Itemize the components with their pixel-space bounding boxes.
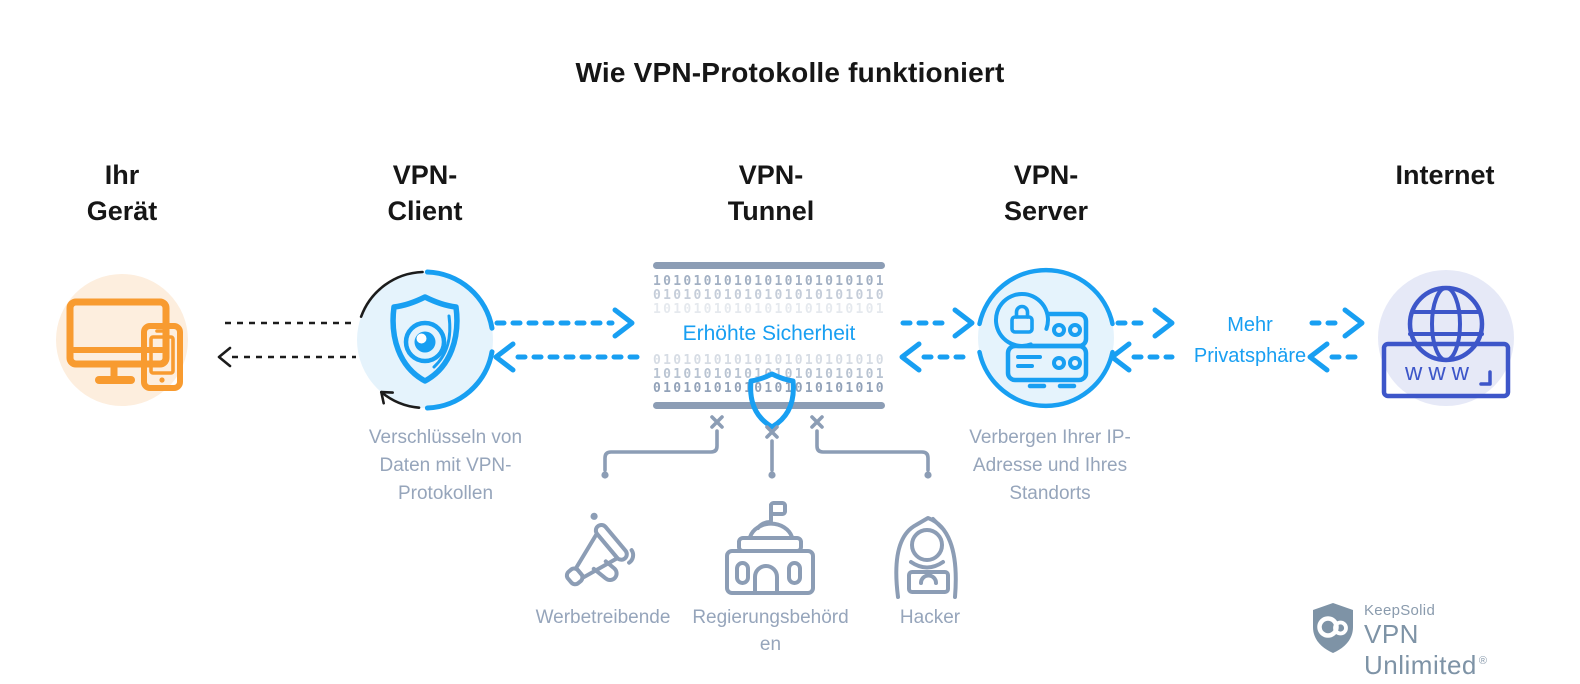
heading-vpn-client: VPN-Client (387, 160, 463, 226)
heading-your-device: Ihr Gerät (86, 160, 158, 226)
privacy-internet-arrows (1307, 307, 1367, 373)
keepsolid-shield-icon (1313, 603, 1353, 653)
server-caption: Verbergen Ihrer IP-Adresse und Ihres Sta… (969, 427, 1131, 504)
server-lock-icon (993, 291, 1089, 389)
arrow-right-icon (1152, 307, 1175, 339)
device-node (56, 274, 188, 406)
arrow-left-icon (1109, 341, 1132, 373)
binary-row: 10101010101010101010101 (653, 303, 885, 317)
arrow-right-icon (612, 307, 635, 339)
tunnel-shield-icon (748, 371, 796, 430)
privacy-label: Mehr Privatsphäre (1193, 314, 1307, 367)
desktop-and-phone-icon (66, 298, 183, 391)
svg-text:www: www (1404, 359, 1475, 386)
arrow-left-icon (1307, 341, 1330, 373)
x-icon (810, 415, 824, 429)
label-hackers: Hacker (899, 607, 961, 628)
x-icon (710, 415, 724, 429)
arrow-right-icon (952, 307, 975, 339)
shield-eye-icon (390, 294, 460, 384)
logo-company: KeepSolid (1364, 602, 1436, 619)
brand-logo: KeepSolid VPN Unlimited® (1309, 600, 1549, 680)
binary-row: 01010101010101010101010 (653, 289, 885, 303)
tunnel-security-label: Erhöhte Sicherheit (682, 322, 856, 345)
registered-mark: ® (1478, 655, 1488, 668)
internet-node: www (1378, 270, 1514, 406)
client-tunnel-arrows (493, 307, 643, 373)
globe-www-icon: www (1381, 285, 1511, 399)
x-icon (765, 425, 779, 439)
tunnel-bottom-bar (653, 402, 885, 409)
page-title: Wie VPN-Protokolle funktioniert (575, 57, 1005, 88)
logo-product: VPN Unlimited® (1364, 619, 1488, 680)
binary-row: 01010101010101010101010 (653, 354, 885, 368)
tunnel-top-bar (653, 262, 885, 269)
server-node (977, 267, 1115, 409)
rotate-arrowhead-icon (379, 390, 394, 405)
corner-bracket-icon (1479, 370, 1492, 386)
arrow-left-icon (899, 341, 922, 373)
arrow-left-icon (217, 346, 232, 368)
government-building-icon (725, 501, 815, 595)
heading-internet: Internet (1395, 160, 1495, 190)
client-node (357, 269, 495, 411)
arrow-left-icon (493, 341, 516, 373)
arrow-right-icon (1342, 307, 1365, 339)
blocked-x-icons (710, 415, 824, 439)
binary-row: 01010101010101010101010 (653, 382, 885, 396)
hacker-icon (894, 516, 958, 599)
lock-icon (1010, 304, 1034, 334)
heading-vpn-server: VPN-Server (1003, 160, 1089, 226)
heading-vpn-tunnel: VPN-Tunnel (727, 160, 815, 226)
label-advertisers: Werbetreibende (535, 607, 671, 628)
threat-connectors (601, 429, 932, 479)
client-caption: Verschlüsseln von Daten mit VPN-Protokol… (368, 427, 523, 504)
tunnel-server-arrows (899, 307, 975, 373)
label-government: Regierungsbehörden (692, 607, 849, 655)
device-client-arrows (217, 321, 356, 368)
binary-row: 10101010101010101010101 (653, 275, 885, 289)
megaphone-icon (564, 512, 636, 587)
server-privacy-arrows (1109, 307, 1175, 373)
